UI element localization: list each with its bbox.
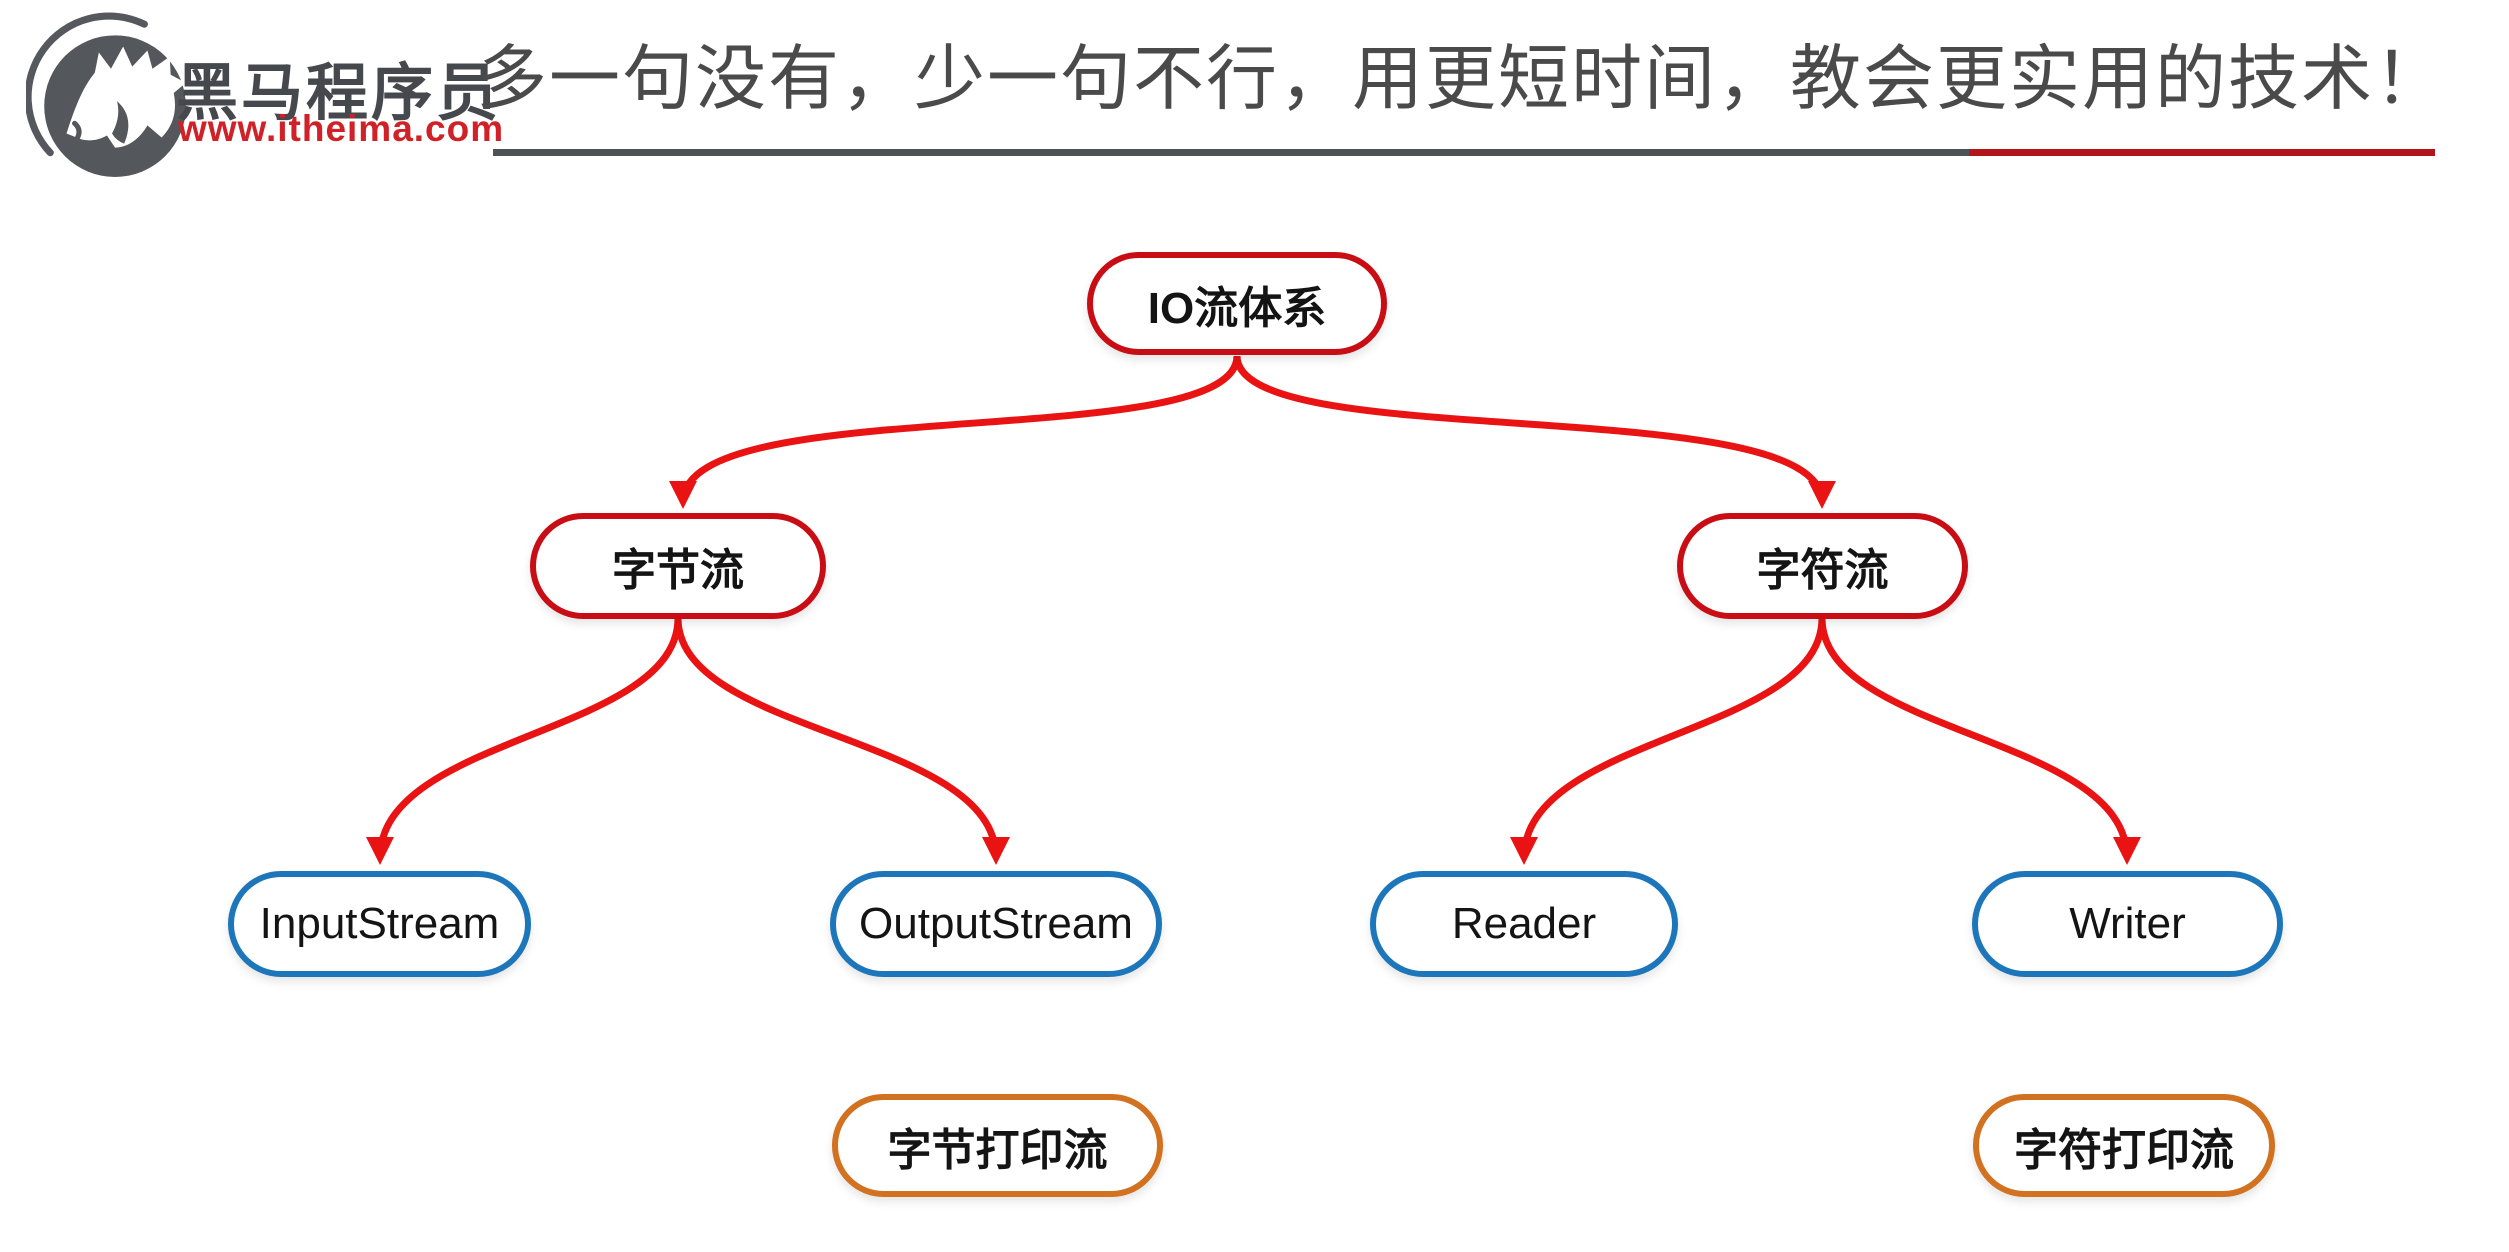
slogan-text: 多一句没有，少一句不行，用更短时间，教会更实用的技术！ xyxy=(475,41,2447,119)
node-label: 字符流 xyxy=(1756,546,1889,595)
node-inputstream: InputStream xyxy=(228,871,531,977)
node-label: OutputStream xyxy=(859,899,1133,948)
brand-name: 黑马程序员 xyxy=(176,59,502,128)
node-char-stream: 字符流 xyxy=(1677,513,1968,619)
node-outputstream: OutputStream xyxy=(830,871,1162,977)
node-byte-stream: 字节流 xyxy=(530,513,826,619)
edge-root-to-byte-stream xyxy=(669,355,1241,509)
node-label: 字节流 xyxy=(612,546,744,595)
header-divider xyxy=(493,149,2435,156)
node-label: Reader xyxy=(1451,899,1597,948)
horse-logo-icon xyxy=(26,12,186,177)
node-label: IO流体系 xyxy=(1147,283,1327,333)
node-label: 字节打印流 xyxy=(887,1125,1108,1175)
node-char-print-stream: 字符打印流 xyxy=(1973,1094,2275,1197)
edge-byte-to-outputstream xyxy=(674,617,1010,865)
edge-byte-to-inputstream xyxy=(366,617,682,865)
edge-char-to-reader xyxy=(1510,617,1826,865)
node-label: InputStream xyxy=(259,899,500,948)
brand-url: www.itheima.com xyxy=(178,108,505,149)
node-reader: Reader xyxy=(1370,871,1678,977)
node-label: Writer xyxy=(2069,899,2186,948)
node-writer: Writer xyxy=(1972,871,2283,977)
edge-root-to-char-stream xyxy=(1233,355,1836,509)
node-label: 字符打印流 xyxy=(2014,1125,2234,1175)
node-byte-print-stream: 字节打印流 xyxy=(832,1094,1163,1197)
edge-char-to-writer xyxy=(1818,617,2141,865)
node-io-stream-system: IO流体系 xyxy=(1087,252,1387,355)
